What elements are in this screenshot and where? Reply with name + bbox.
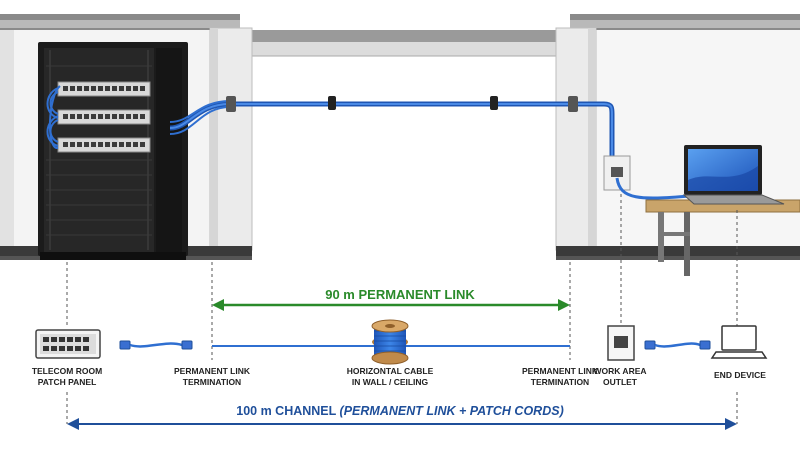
server-rack-icon: [38, 42, 188, 260]
patch-panel-icon: [35, 329, 101, 359]
horizontal-cable-run: [169, 96, 615, 160]
cable-clip: [328, 96, 336, 110]
work-area-patch-cord: [615, 177, 691, 200]
channel-label-detail: (PERMANENT LINK + PATCH CORDS): [339, 404, 564, 418]
channel-label: 100 m CHANNEL (PERMANENT LINK + PATCH CO…: [180, 404, 620, 418]
laptop-icon: [682, 145, 785, 205]
end-device-label: END DEVICE: [714, 370, 766, 380]
patch-cord-icon: [119, 340, 193, 350]
wall-grommet-right: [568, 96, 578, 112]
pl-termination-left-label: PERMANENT LINK TERMINATION: [173, 366, 251, 387]
wall-grommet-left: [226, 96, 236, 112]
work-area-wall: [560, 30, 800, 250]
cable-clip: [490, 96, 498, 110]
work-area-outlet-label: WORK AREA OUTLET: [593, 366, 647, 387]
channel-arrow: [67, 418, 737, 430]
rack-patch-panels: [57, 81, 151, 153]
patch-cord-icon: [644, 340, 711, 350]
wall-outlet-icon: [603, 155, 631, 191]
permanent-link-arrow: [212, 299, 570, 311]
patch-panel-label: TELECOM ROOM PATCH PANEL: [31, 366, 103, 387]
horizontal-cable-label: HORIZONTAL CABLE IN WALL / CEILING: [346, 366, 434, 387]
pl-termination-right-label: PERMANENT LINK TERMINATION: [521, 366, 599, 387]
cable-spool-icon: [371, 319, 409, 365]
reference-lines: [66, 194, 738, 424]
end-device-laptop-icon: [710, 325, 768, 359]
wall-outlet-small-icon: [607, 325, 635, 361]
ceiling-corridor: [245, 30, 565, 42]
permanent-link-label: 90 m PERMANENT LINK: [325, 287, 475, 302]
rack-patch-cords: [46, 85, 61, 149]
channel-label-main: 100 m CHANNEL: [236, 404, 337, 418]
